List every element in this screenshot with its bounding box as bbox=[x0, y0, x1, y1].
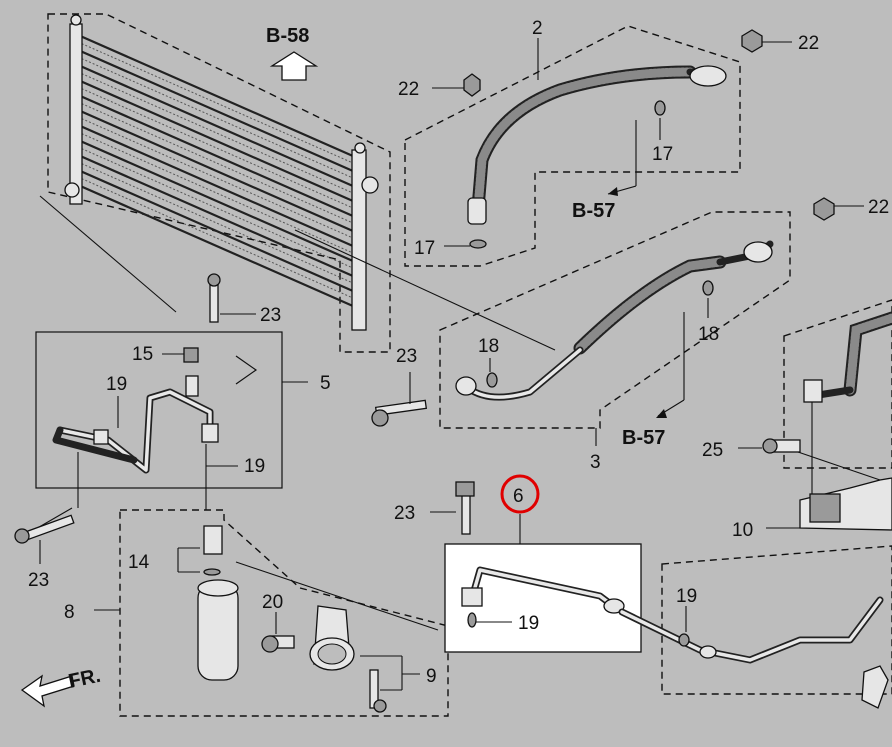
front-arrow-icon bbox=[20, 674, 75, 708]
callout-10: 10 bbox=[732, 520, 753, 541]
callout-2: 2 bbox=[532, 18, 543, 39]
callout-18b: 18 bbox=[698, 324, 719, 345]
callout-22a: 22 bbox=[798, 33, 819, 54]
callout-19a: 19 bbox=[106, 374, 127, 395]
highlight-circle[interactable] bbox=[500, 474, 540, 514]
callout-23c: 23 bbox=[28, 570, 49, 591]
group-6-pipe bbox=[430, 481, 642, 653]
group-right-middle bbox=[738, 299, 892, 531]
callout-23a: 23 bbox=[260, 305, 281, 326]
callout-15: 15 bbox=[132, 344, 153, 365]
callout-20: 20 bbox=[262, 592, 283, 613]
condenser bbox=[39, 13, 556, 353]
ref-b58: B-58 bbox=[266, 25, 309, 47]
callout-19c: 19 bbox=[518, 613, 539, 634]
callout-25: 25 bbox=[702, 440, 723, 461]
ref-b57-mid: B-57 bbox=[622, 427, 665, 449]
callout-22b: 22 bbox=[398, 79, 419, 100]
ref-b57-top: B-57 bbox=[572, 200, 615, 222]
group-5-pipe bbox=[14, 273, 308, 564]
front-label: FR. bbox=[66, 665, 102, 693]
callout-6[interactable]: 6 bbox=[513, 486, 524, 507]
group-3-hose bbox=[371, 197, 864, 446]
callout-8: 8 bbox=[64, 602, 75, 623]
group-bottom-right bbox=[618, 545, 892, 709]
callout-19b: 19 bbox=[244, 456, 265, 477]
callout-23b: 23 bbox=[396, 346, 417, 367]
up-arrow-icon bbox=[269, 51, 319, 81]
group-8-receiver bbox=[94, 509, 449, 717]
callout-23d: 23 bbox=[394, 503, 415, 524]
callout-17a: 17 bbox=[652, 144, 673, 165]
callout-14: 14 bbox=[128, 552, 150, 573]
callout-19d: 19 bbox=[676, 586, 697, 607]
callout-9: 9 bbox=[426, 666, 437, 687]
group-2-hose bbox=[404, 25, 792, 267]
callout-17b: 17 bbox=[414, 238, 435, 259]
callout-3: 3 bbox=[590, 452, 601, 473]
callout-18a: 18 bbox=[478, 336, 499, 357]
callout-22c: 22 bbox=[868, 197, 889, 218]
callout-5: 5 bbox=[320, 373, 331, 394]
